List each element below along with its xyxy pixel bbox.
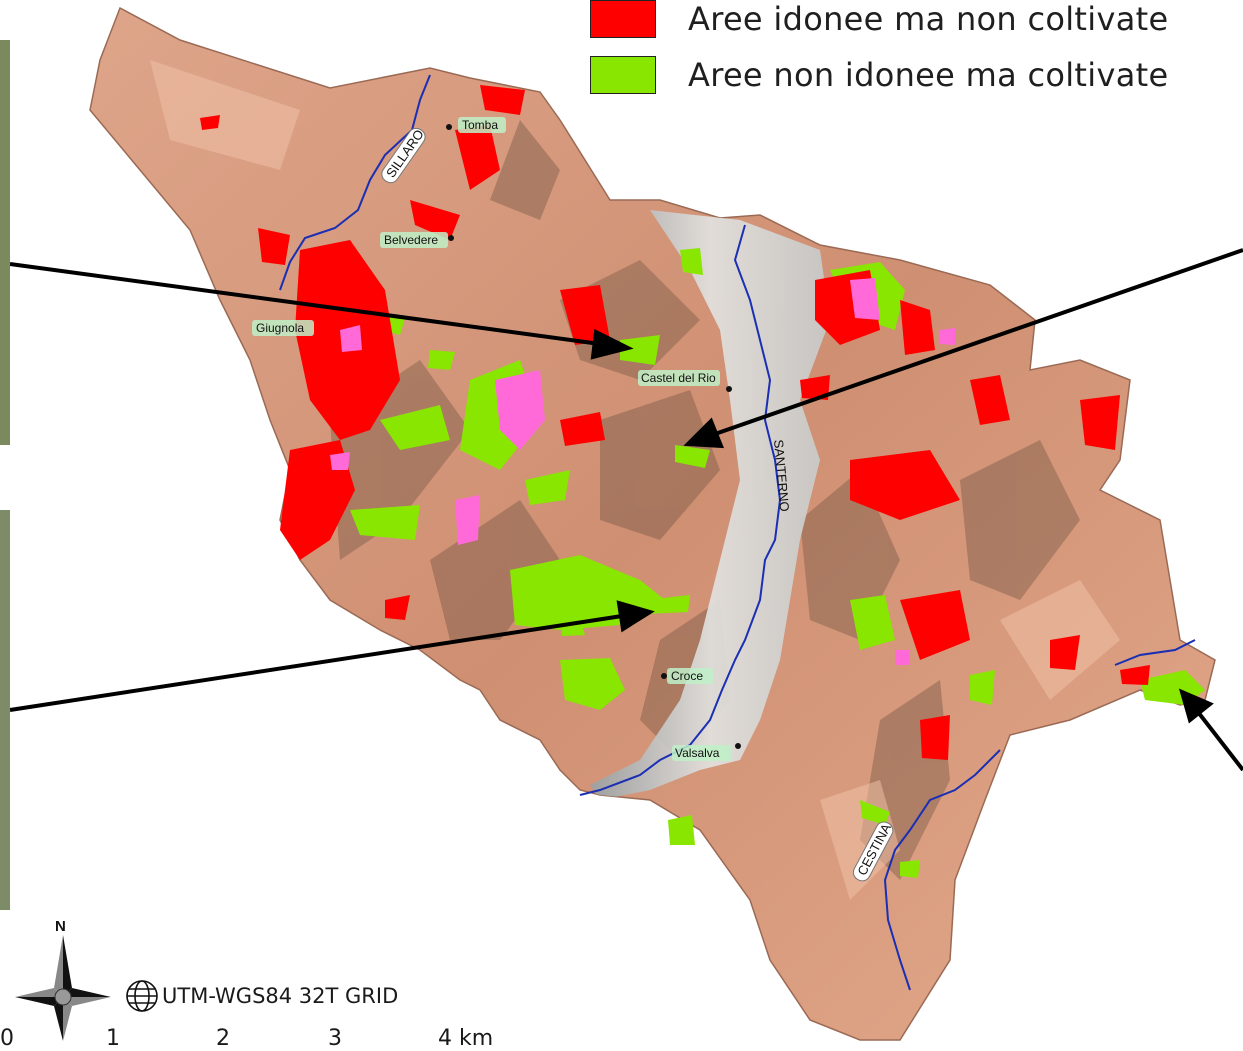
town-label-giugnola: Giugnola xyxy=(256,321,304,335)
town-label-belvedere: Belvedere xyxy=(384,233,438,247)
town-label-valsalva: Valsalva xyxy=(675,746,720,760)
valsalva-dot xyxy=(735,743,741,749)
tomba-dot xyxy=(446,124,452,130)
scale-tick-4: 4 km xyxy=(438,1026,494,1051)
legend-label-red: Aree idonee ma non coltivate xyxy=(688,0,1169,38)
belvedere-dot xyxy=(448,235,454,241)
arrow-nw-head xyxy=(590,328,634,360)
river-label-santerno: SANTERNO xyxy=(771,439,792,512)
grid-label: UTM-WGS84 32T GRID xyxy=(162,984,399,1008)
rivers xyxy=(279,74,1196,991)
photo-strip-top xyxy=(0,40,10,445)
town-labels: Tomba Belvedere Giugnola Castel del Rio … xyxy=(252,117,732,761)
sillaro-river xyxy=(279,74,431,291)
pointer-arrows xyxy=(9,248,1243,772)
arrow-sw xyxy=(9,614,623,712)
santerno-valley xyxy=(590,210,830,800)
scale-tick-1: 1 xyxy=(106,1026,120,1051)
scale-tick-0: 0 xyxy=(0,1026,14,1051)
legend-swatch-green xyxy=(590,56,656,94)
town-dots xyxy=(446,124,741,749)
town-label-castel-del-rio: Castel del Rio xyxy=(641,371,716,385)
scale-tick-3: 3 xyxy=(328,1026,342,1051)
legend-label-green: Aree non idonee ma coltivate xyxy=(688,56,1169,94)
east-river xyxy=(1114,639,1196,666)
croce-dot xyxy=(661,673,667,679)
north-label: N xyxy=(55,918,66,935)
town-label-tomba: Tomba xyxy=(462,118,498,132)
arrow-ne-head xyxy=(683,417,725,449)
arrow-se-head xyxy=(1178,688,1214,724)
cestina-river xyxy=(883,749,1001,991)
legend-swatch-red xyxy=(590,0,656,38)
photo-strip-bottom xyxy=(0,510,10,910)
arrow-sw-head xyxy=(616,600,655,633)
town-label-croce: Croce xyxy=(671,669,703,683)
arrow-se xyxy=(1196,710,1243,772)
globe-icon xyxy=(126,980,158,1012)
santerno-river xyxy=(579,224,782,796)
castel-del-rio-dot xyxy=(726,386,732,392)
pink-areas xyxy=(330,278,955,665)
scale-tick-2: 2 xyxy=(216,1026,230,1051)
arrow-ne xyxy=(714,248,1243,436)
arrow-nw xyxy=(9,262,601,346)
photo-strips xyxy=(0,40,10,910)
compass-rose xyxy=(15,935,111,1041)
